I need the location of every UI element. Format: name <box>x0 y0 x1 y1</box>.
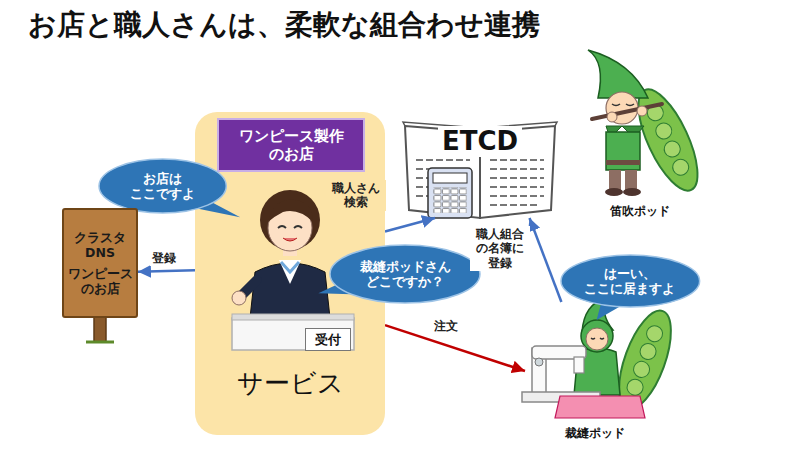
signboard-post <box>86 341 114 344</box>
flute-pod-figure <box>606 160 640 165</box>
flute-pod-figure <box>588 50 648 98</box>
clerk-figure <box>232 291 246 305</box>
flute-pod-figure <box>605 188 623 196</box>
node-text: クラスタ DNS <box>67 230 133 260</box>
etcd-book <box>403 122 557 218</box>
signboard-post <box>86 316 114 342</box>
flute-pod-figure <box>607 112 617 122</box>
sewing-pod-figure <box>555 396 645 418</box>
clerk-figure <box>283 238 297 241</box>
flute-pod-figure <box>670 157 691 178</box>
sewing-pod: 裁縫ポッド <box>525 302 665 440</box>
edge-label: 登録 <box>150 250 178 266</box>
flute-pod-figure <box>662 138 683 159</box>
diagram-title: お店と職人さんは、柔軟な組合わせ連携 <box>28 6 540 44</box>
calculator <box>433 173 467 183</box>
node-caption: 裁縫ポッド <box>565 426 625 440</box>
calculator <box>433 187 467 213</box>
bubble-body <box>99 159 226 213</box>
sewing-pod-figure <box>638 341 659 362</box>
node-text: ETCD <box>438 126 522 157</box>
clerk-figure <box>278 226 302 228</box>
bubble-body <box>561 255 700 307</box>
sewing-pod-figure <box>522 298 682 418</box>
node-text: お店は ここですよ <box>121 171 205 201</box>
flute-pod-figure <box>592 104 662 119</box>
clerk-figure <box>232 318 354 350</box>
sewing-pod-figure <box>631 359 652 380</box>
speech-bubble: はーい、 ここに居ますよ <box>560 254 701 308</box>
bubble-body <box>330 245 480 303</box>
clerk-figure <box>250 263 330 318</box>
calculator <box>428 168 472 218</box>
sewing-pod-figure <box>591 338 604 339</box>
clerk-figure <box>279 260 301 284</box>
clerk-figure <box>232 314 354 320</box>
connector-arrow <box>385 218 435 232</box>
node-text: 受付 <box>315 332 341 348</box>
sewing-pod-figure <box>644 323 665 344</box>
flute-pod-figure <box>606 132 640 170</box>
sewing-pod-figure <box>574 357 584 373</box>
node-text: はーい、 ここに居ますよ <box>584 266 676 296</box>
clerk-figure <box>260 190 320 250</box>
edge-label: 注文 <box>432 318 460 334</box>
signboard-post <box>94 316 106 342</box>
node-text: ワンピース のお店 <box>67 266 133 296</box>
flute-pod-figure <box>612 104 634 106</box>
node-text: サービス <box>237 368 344 399</box>
sewing-pod-figure <box>625 377 646 398</box>
clerk-figure <box>281 262 299 272</box>
speech-bubble: お店は ここですよ <box>98 158 227 214</box>
reception-sign: 受付 <box>305 328 351 352</box>
node-text: 裁縫ポッドさん どこですか？ <box>355 259 455 289</box>
flute-pod-figure <box>609 170 621 190</box>
flute-pod-figure <box>606 92 638 124</box>
speech-bubble: 裁縫ポッドさん どこですか？ <box>329 244 481 304</box>
edge-label: 職人組合 の名簿に 登録 <box>470 226 530 271</box>
node-caption: 笛吹ポッド <box>610 204 670 218</box>
sewing-pod-figure <box>535 358 543 366</box>
connector-arrow <box>530 218 562 302</box>
flute-pod-figure <box>588 50 709 198</box>
dns-signboard: クラスタ DNS ワンピース のお店 <box>62 208 138 318</box>
flute-pod: 笛吹ポッド <box>580 52 700 218</box>
clerk-figure <box>268 200 313 222</box>
node-text: ワンピース製作 のお店 <box>227 127 355 163</box>
flute-pod-figure <box>653 120 674 141</box>
flute-pod-figure <box>637 106 647 116</box>
shop-header: ワンピース製作 のお店 <box>217 118 365 172</box>
calculator <box>428 168 472 218</box>
edge-label: 職人さん 検索 <box>326 180 386 211</box>
sewing-pod-figure <box>586 328 608 350</box>
flute-pod-figure <box>625 170 637 190</box>
connector-arrow <box>138 270 195 272</box>
etcd-book: ETCD <box>405 118 555 218</box>
flute-pod-figure <box>623 188 641 196</box>
